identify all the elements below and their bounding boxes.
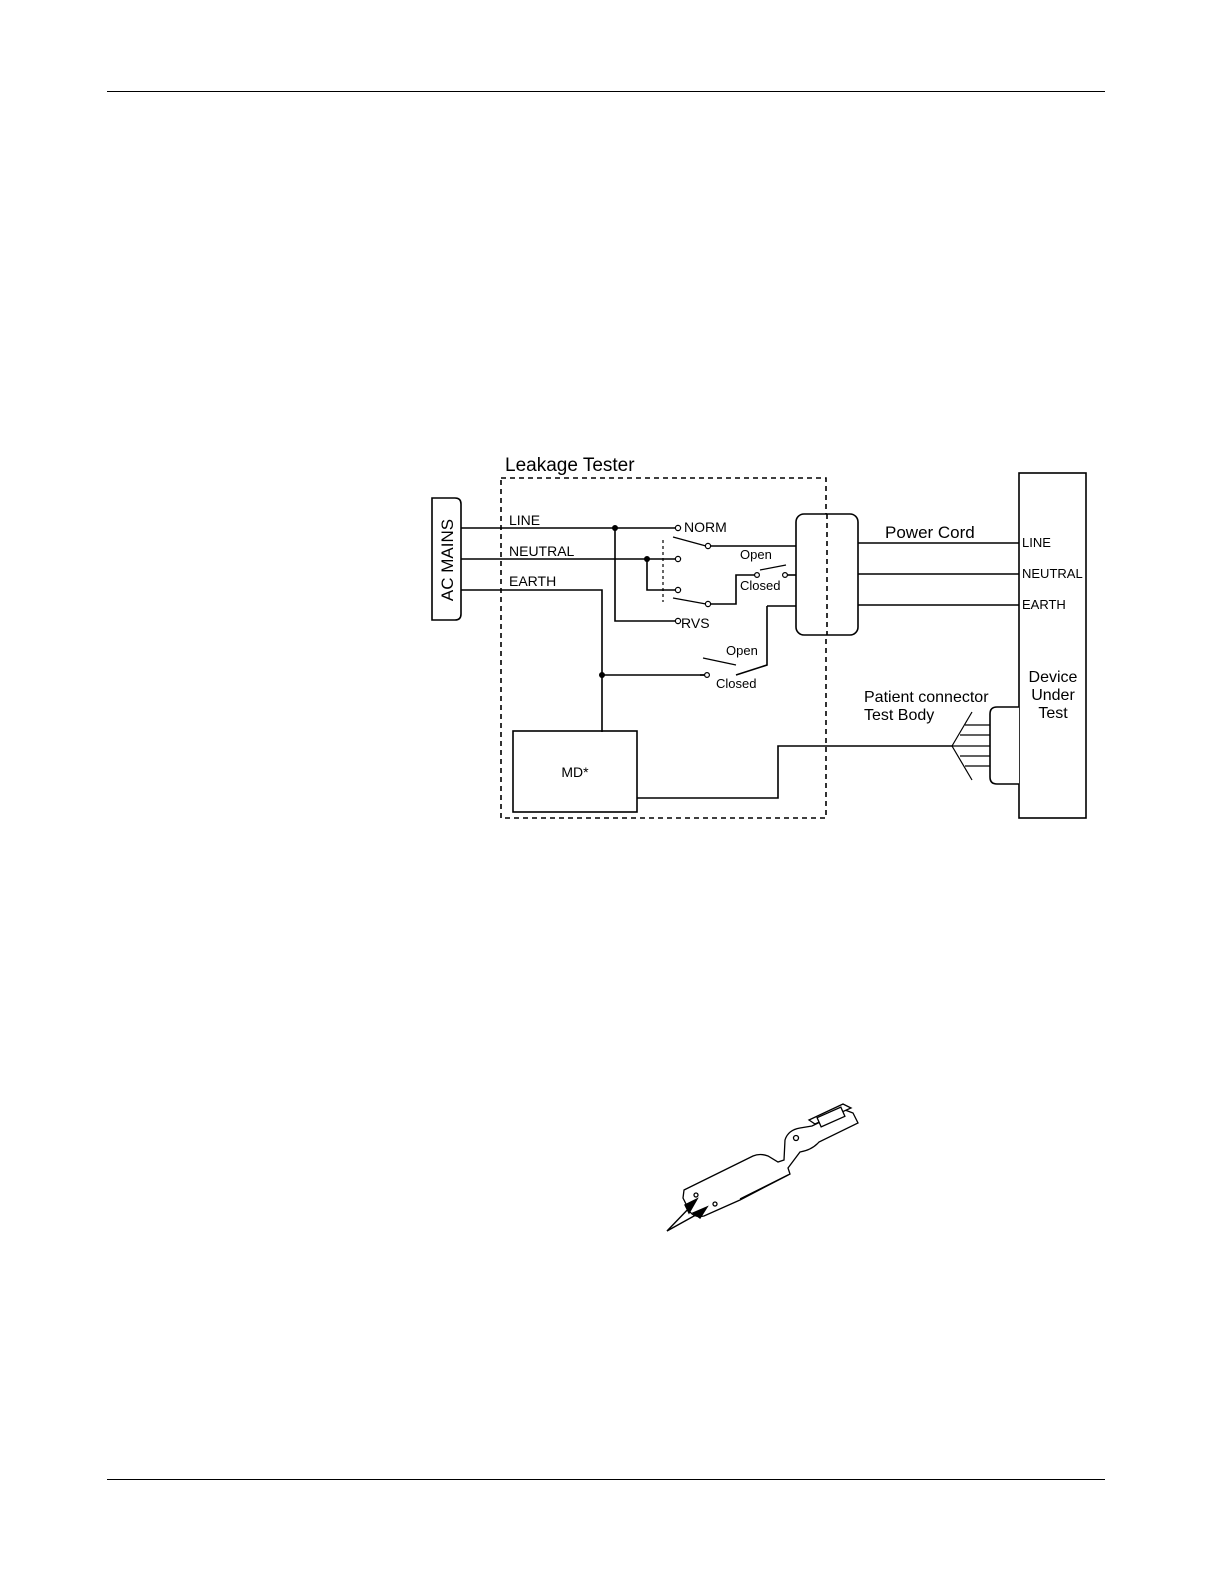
dut-label-line1: Device — [1029, 669, 1078, 686]
junction-dots — [599, 525, 650, 678]
tester-wires — [602, 546, 796, 732]
dut-label-line2: Under — [1031, 687, 1075, 704]
rvs-label: RVS — [681, 615, 710, 631]
sensor-probe-illustration — [683, 1104, 858, 1217]
patient-connector-label-line2: Test Body — [864, 707, 934, 724]
neutral-open-switch — [755, 565, 788, 577]
power-cord-label: Power Cord — [885, 523, 975, 542]
earth-closed-label: Closed — [716, 676, 756, 691]
patient-connector — [990, 707, 1019, 784]
patient-connector-label-line1: Patient connector — [864, 689, 989, 706]
earth-open-label: Open — [726, 643, 758, 658]
leakage-tester-title: Leakage Tester — [505, 455, 635, 476]
earth-wire-label: EARTH — [509, 573, 556, 589]
mains-wires — [461, 528, 704, 729]
earth-open-switch — [703, 658, 736, 677]
neutral-wire-label: NEUTRAL — [509, 543, 575, 559]
patient-wire — [637, 746, 952, 798]
polarity-switch — [663, 525, 711, 623]
device-under-test — [1019, 473, 1086, 818]
line-wire-label: LINE — [509, 512, 540, 528]
ac-mains-label: AC MAINS — [438, 519, 457, 601]
dut-line-label: LINE — [1022, 535, 1051, 550]
dut-earth-label: EARTH — [1022, 597, 1066, 612]
norm-label: NORM — [684, 519, 727, 535]
dut-neutral-label: NEUTRAL — [1022, 566, 1083, 581]
dut-label-line3: Test — [1038, 705, 1068, 722]
neutral-closed-label: Closed — [740, 578, 780, 593]
patient-connector-leads — [952, 712, 990, 780]
md-label: MD* — [561, 764, 589, 780]
neutral-open-label: Open — [740, 547, 772, 562]
power-cord-wires — [858, 543, 1019, 605]
